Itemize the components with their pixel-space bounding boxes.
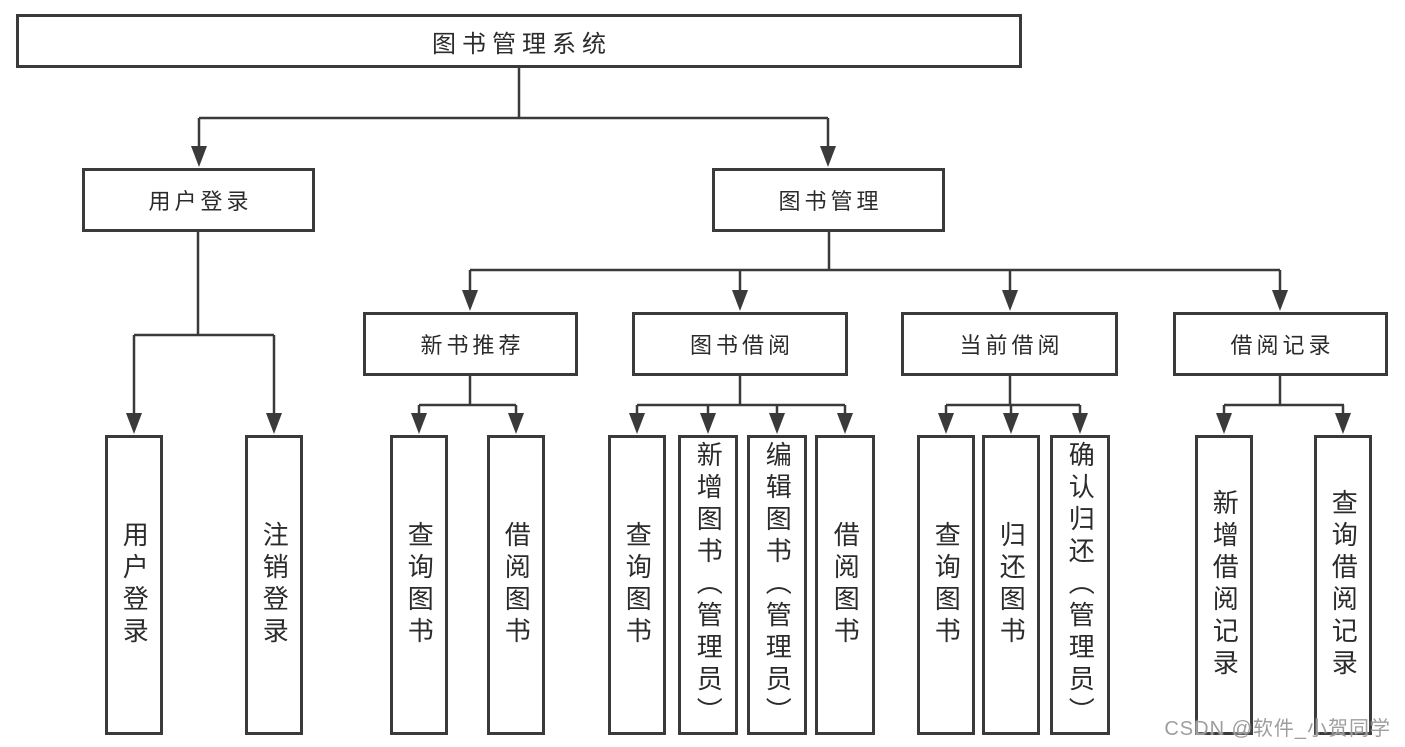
arrow-icon [462, 290, 478, 311]
node-leaf-add-books-admin-label: 新增图书（管理员） [693, 441, 724, 729]
arrow-icon [1072, 413, 1088, 434]
arrow-icon [820, 146, 836, 167]
arrow-icon [700, 413, 716, 434]
arrow-icon [1216, 413, 1232, 434]
arrow-icon [938, 413, 954, 434]
node-leaf-edit-books-admin: 编辑图书（管理员） [747, 435, 807, 735]
csdn-watermark: CSDN @软件_小贺同学 [1164, 718, 1391, 740]
arrow-icon [411, 413, 427, 434]
node-borrowing-records: 借阅记录 [1173, 312, 1388, 376]
arrow-icon [508, 413, 524, 434]
node-leaf-confirm-return-admin: 确认归还（管理员） [1050, 435, 1110, 735]
node-leaf-add-borrow-record-label: 新增借阅记录 [1209, 489, 1240, 681]
node-leaf-borrowing-query-books: 查询图书 [608, 435, 666, 735]
node-leaf-recommend-borrow-books-label: 借阅图书 [501, 521, 532, 649]
node-leaf-edit-books-admin-label: 编辑图书（管理员） [762, 441, 793, 729]
node-leaf-add-borrow-record: 新增借阅记录 [1195, 435, 1253, 735]
arrow-icon [126, 413, 142, 434]
node-leaf-borrowing-borrow-books: 借阅图书 [815, 435, 875, 735]
node-current-borrowing: 当前借阅 [901, 312, 1118, 376]
node-leaf-return-books-label: 归还图书 [996, 521, 1027, 649]
node-leaf-user-login-label: 用户登录 [119, 521, 150, 649]
arrow-icon [1003, 413, 1019, 434]
node-root: 图书管理系统 [16, 14, 1022, 68]
node-leaf-logout: 注销登录 [245, 435, 303, 735]
node-book-management: 图书管理 [712, 168, 945, 232]
arrow-icon [1002, 290, 1018, 311]
node-leaf-add-books-admin: 新增图书（管理员） [678, 435, 738, 735]
node-leaf-current-query-books-label: 查询图书 [931, 521, 962, 649]
arrow-icon [837, 413, 853, 434]
node-leaf-recommend-query-books-label: 查询图书 [404, 521, 435, 649]
arrow-icon [1335, 413, 1351, 434]
node-leaf-recommend-borrow-books: 借阅图书 [487, 435, 545, 735]
arrow-icon [191, 146, 207, 167]
node-leaf-current-query-books: 查询图书 [917, 435, 975, 735]
node-new-book-recommend: 新书推荐 [363, 312, 578, 376]
node-leaf-confirm-return-admin-label: 确认归还（管理员） [1065, 441, 1096, 729]
arrow-icon [769, 413, 785, 434]
node-leaf-query-borrow-record: 查询借阅记录 [1314, 435, 1372, 735]
node-leaf-logout-label: 注销登录 [259, 521, 290, 649]
arrow-icon [266, 413, 282, 434]
node-leaf-return-books: 归还图书 [982, 435, 1040, 735]
node-leaf-recommend-query-books: 查询图书 [390, 435, 448, 735]
node-user-login: 用户登录 [82, 168, 315, 232]
arrow-icon [732, 290, 748, 311]
node-leaf-user-login: 用户登录 [105, 435, 163, 735]
arrow-icon [1272, 290, 1288, 311]
node-leaf-borrowing-borrow-books-label: 借阅图书 [830, 521, 861, 649]
arrow-icon [629, 413, 645, 434]
node-leaf-borrowing-query-books-label: 查询图书 [622, 521, 653, 649]
node-book-borrowing: 图书借阅 [632, 312, 848, 376]
node-leaf-query-borrow-record-label: 查询借阅记录 [1328, 489, 1359, 681]
